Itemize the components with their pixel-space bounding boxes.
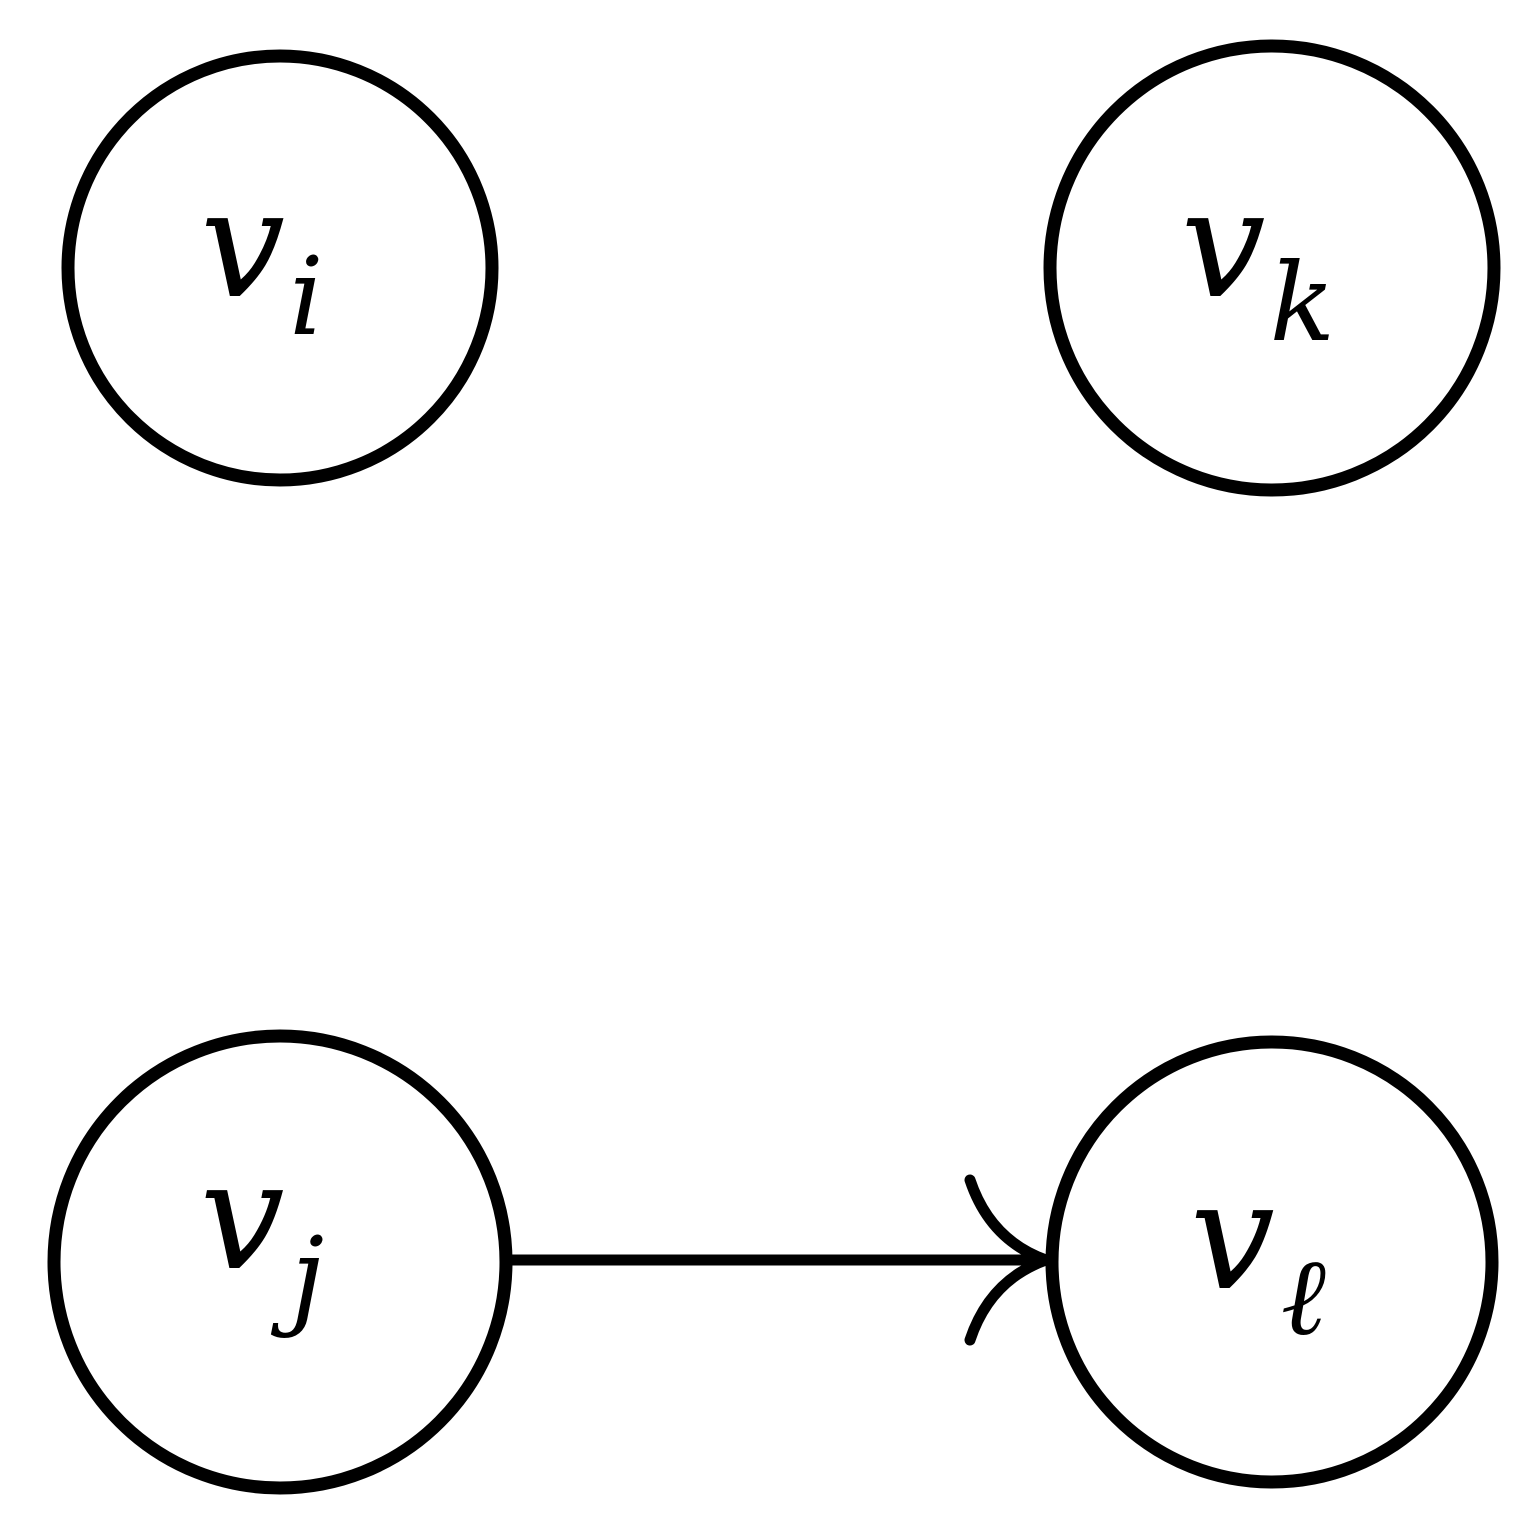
node-circle [61,49,499,487]
node-label: vi [200,158,323,360]
node-circle [47,1029,513,1495]
node-label: vj [200,1130,324,1340]
node-v-ell: vℓ [1045,1035,1499,1489]
node-v-k: vk [1043,39,1501,497]
node-label: vℓ [1190,1150,1326,1360]
node-circle [1045,1035,1499,1489]
node-v-i: vi [61,49,499,487]
edge-vj-to-vl [506,1174,1063,1346]
node-v-j: vj [47,1029,513,1495]
node-circle [1043,39,1501,497]
node-label: vk [1181,158,1335,366]
